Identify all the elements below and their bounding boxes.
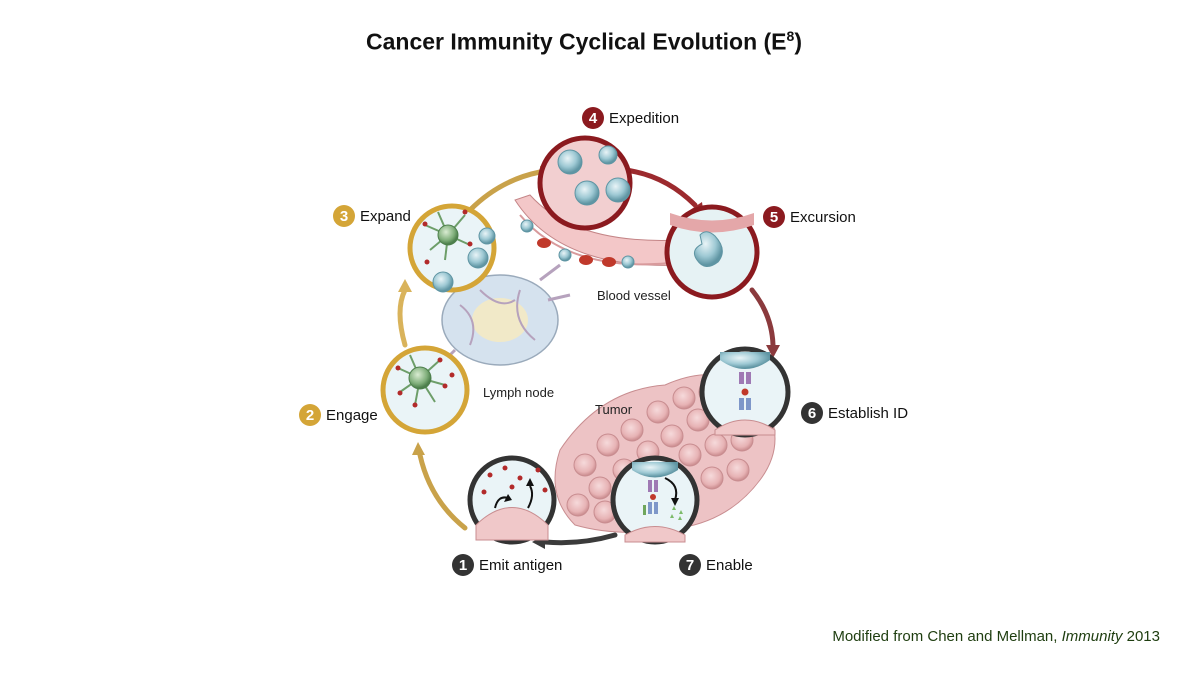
step-6-label: 6 Establish ID [801,402,908,424]
step-5-label: 5 Excursion [763,206,856,228]
step-5-text: Excursion [790,208,856,226]
step-6-text: Establish ID [828,404,909,422]
step-2-badge: 2 [299,404,321,426]
step-4-text: Expedition [609,109,680,127]
lymph-node [438,263,571,367]
emit-antigen-panel [467,455,557,545]
step-3-label: 3 Expand [333,205,411,227]
step-3-badge: 3 [333,205,355,227]
step-2-label: 2 Engage [299,404,378,426]
establish-id-panel [699,346,791,438]
enable-panel [610,455,700,545]
credit-year: 2013 [1122,628,1160,645]
title-superscript: 8 [786,28,795,44]
step-2-text: Engage [326,406,378,424]
citation-credit: Modified from Chen and Mellman, Immunity… [832,628,1160,645]
step-1-badge: 1 [452,554,474,576]
blood-vessel [514,194,681,269]
title-text: Cancer Immunity Cyclical Evolution (E [366,28,787,55]
blood-vessel-label: Blood vessel [597,288,671,303]
step-7-label: 7 Enable [679,554,753,576]
step-1-text: Emit antigen [479,556,563,574]
step-1-label: 1 Emit antigen [452,554,562,576]
credit-journal: Immunity [1061,628,1123,645]
lymph-node-label: Lymph node [483,385,555,400]
step-6-badge: 6 [801,402,823,424]
diagram-title: Cancer Immunity Cyclical Evolution (E8) [0,28,1168,56]
step-7-text: Enable [706,556,753,574]
credit-prefix: Modified from Chen and Mellman, [832,628,1062,645]
step-4-badge: 4 [582,107,604,129]
expand-panel [407,203,497,293]
step-5-badge: 5 [763,206,785,228]
step-7-badge: 7 [679,554,701,576]
step-3-text: Expand [360,207,411,225]
tumor-label: Tumor [595,402,633,417]
engage-panel [380,345,470,435]
step-4-label: 4 Expedition [582,107,679,129]
excursion-panel [664,204,760,300]
title-close: ) [794,28,802,55]
expedition-panel [537,135,633,231]
